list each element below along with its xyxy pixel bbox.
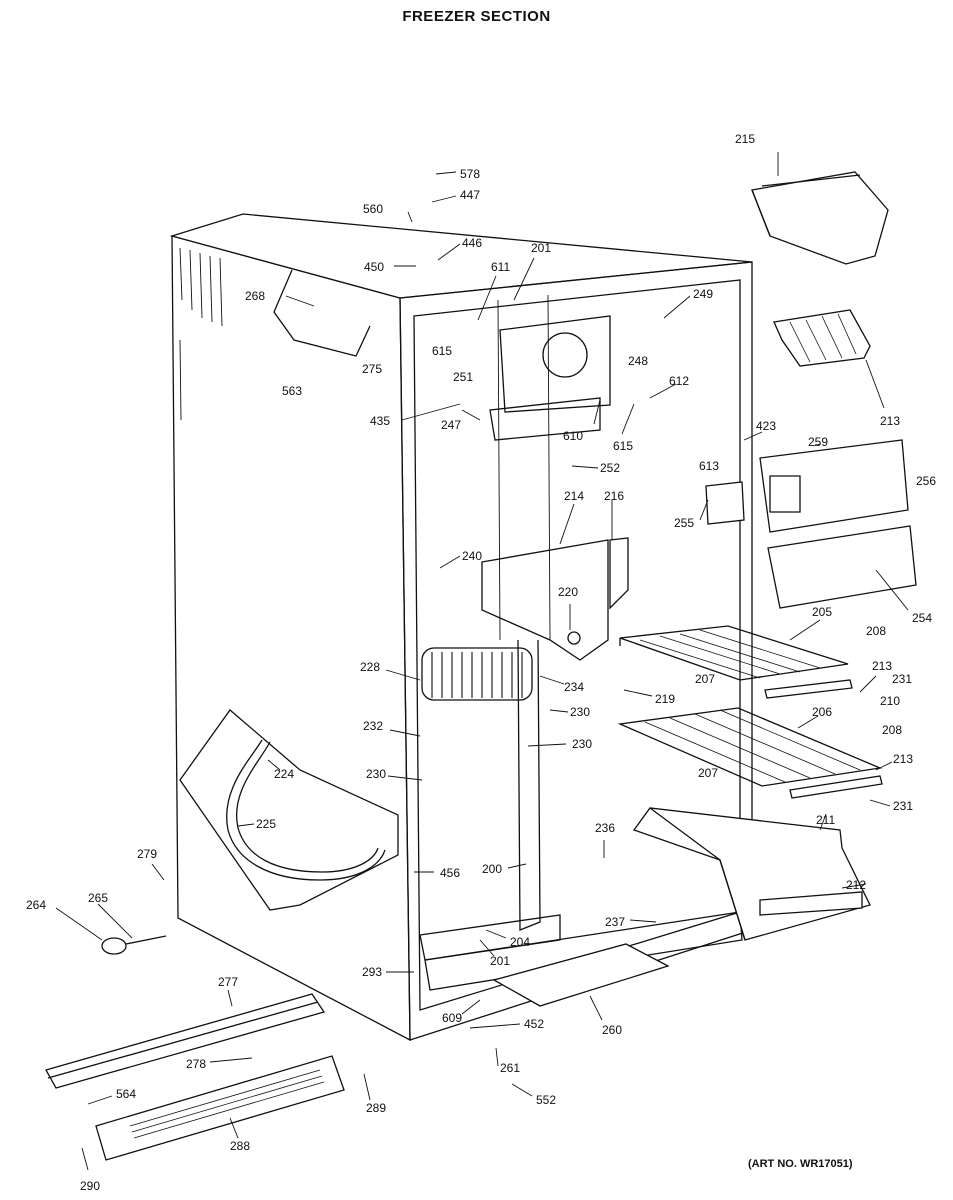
label-423: 423 [756,419,776,433]
label-213-shelf-a: 213 [872,659,892,673]
label-205: 205 [812,605,832,619]
leader-lines [56,152,908,1170]
label-201-top: 201 [531,241,551,255]
rail-277 [46,994,324,1088]
label-261: 261 [500,1061,520,1075]
basket-211 [634,808,870,940]
label-252: 252 [600,461,620,475]
cabinet-200 [172,214,752,1040]
label-208-bottom: 208 [882,723,902,737]
label-249: 249 [693,287,713,301]
label-211: 211 [816,813,835,827]
label-247: 247 [441,418,461,432]
label-237: 237 [605,915,625,929]
label-452: 452 [524,1017,544,1031]
label-228: 228 [360,660,380,674]
label-612: 612 [669,374,689,388]
label-200: 200 [482,862,502,876]
label-231-top: 231 [892,672,912,686]
label-207-top: 207 [695,672,715,686]
label-236: 236 [595,821,615,835]
label-204: 204 [510,935,530,949]
label-212: 212 [846,878,866,892]
label-251: 251 [453,370,473,384]
label-213-shelf-b: 213 [893,752,913,766]
label-208-top: 208 [866,624,886,638]
label-231-bottom: 231 [893,799,913,813]
rear-panel-214 [482,540,608,660]
shelf-206 [620,708,880,786]
label-610: 610 [563,429,583,443]
label-611: 611 [491,260,510,274]
label-268: 268 [245,289,265,303]
shroud-201 [500,316,610,412]
drain-outline-225 [180,710,398,910]
label-206: 206 [812,705,832,719]
label-615-right: 615 [613,439,633,453]
part-labels: 215 578 447 560 446 450 201 611 249 268 … [26,132,936,1193]
label-275: 275 [362,362,382,376]
label-277: 277 [218,975,238,989]
label-214: 214 [564,489,584,503]
label-552: 552 [536,1093,556,1107]
label-213-icetray: 213 [880,414,900,428]
label-230-b: 230 [572,737,592,751]
label-289: 289 [366,1101,386,1115]
label-279: 279 [137,847,157,861]
label-210: 210 [880,694,900,708]
label-265: 265 [88,891,108,905]
label-260: 260 [602,1023,622,1037]
label-446: 446 [462,236,482,250]
page-title: FREEZER SECTION [402,8,551,25]
label-615-left: 615 [432,344,452,358]
label-447: 447 [460,188,480,202]
label-278: 278 [186,1057,206,1071]
evaporator-228 [422,648,532,700]
label-234: 234 [564,680,584,694]
label-255: 255 [674,516,694,530]
art-number: (ART NO. WR17051) [748,1158,853,1170]
label-293: 293 [362,965,382,979]
ice-bucket-215 [752,172,888,264]
label-215: 215 [735,132,755,146]
label-456: 456 [440,866,460,880]
card-255 [706,482,744,524]
label-288: 288 [230,1139,250,1153]
drain-pan-260 [494,944,668,1006]
shelf-205 [620,626,848,680]
label-224: 224 [274,767,294,781]
label-264: 264 [26,898,46,912]
label-563: 563 [282,384,302,398]
ice-tray-213 [774,310,870,366]
label-259: 259 [808,435,828,449]
label-220: 220 [558,585,578,599]
label-225: 225 [256,817,276,831]
label-290: 290 [80,1179,100,1193]
label-207-bottom: 207 [698,766,718,780]
label-435: 435 [370,414,390,428]
label-564: 564 [116,1087,136,1101]
shelf-front-213-b [790,776,882,798]
label-201-bottom: 201 [490,954,510,968]
label-609: 609 [442,1011,462,1025]
shelf-front-213-a [765,680,852,698]
label-232: 232 [363,719,383,733]
label-248: 248 [628,354,648,368]
label-578: 578 [460,167,480,181]
label-560: 560 [363,202,383,216]
label-216: 216 [604,489,624,503]
panel-254 [768,526,916,608]
label-613: 613 [699,459,719,473]
label-230-c: 230 [366,767,386,781]
label-256: 256 [916,474,936,488]
label-230-a: 230 [570,705,590,719]
trim-216 [610,538,628,608]
grille-288 [96,1056,344,1160]
label-450: 450 [364,260,384,274]
panel-259 [760,440,908,532]
label-219: 219 [655,692,675,706]
label-240: 240 [462,549,482,563]
label-254: 254 [912,611,932,625]
